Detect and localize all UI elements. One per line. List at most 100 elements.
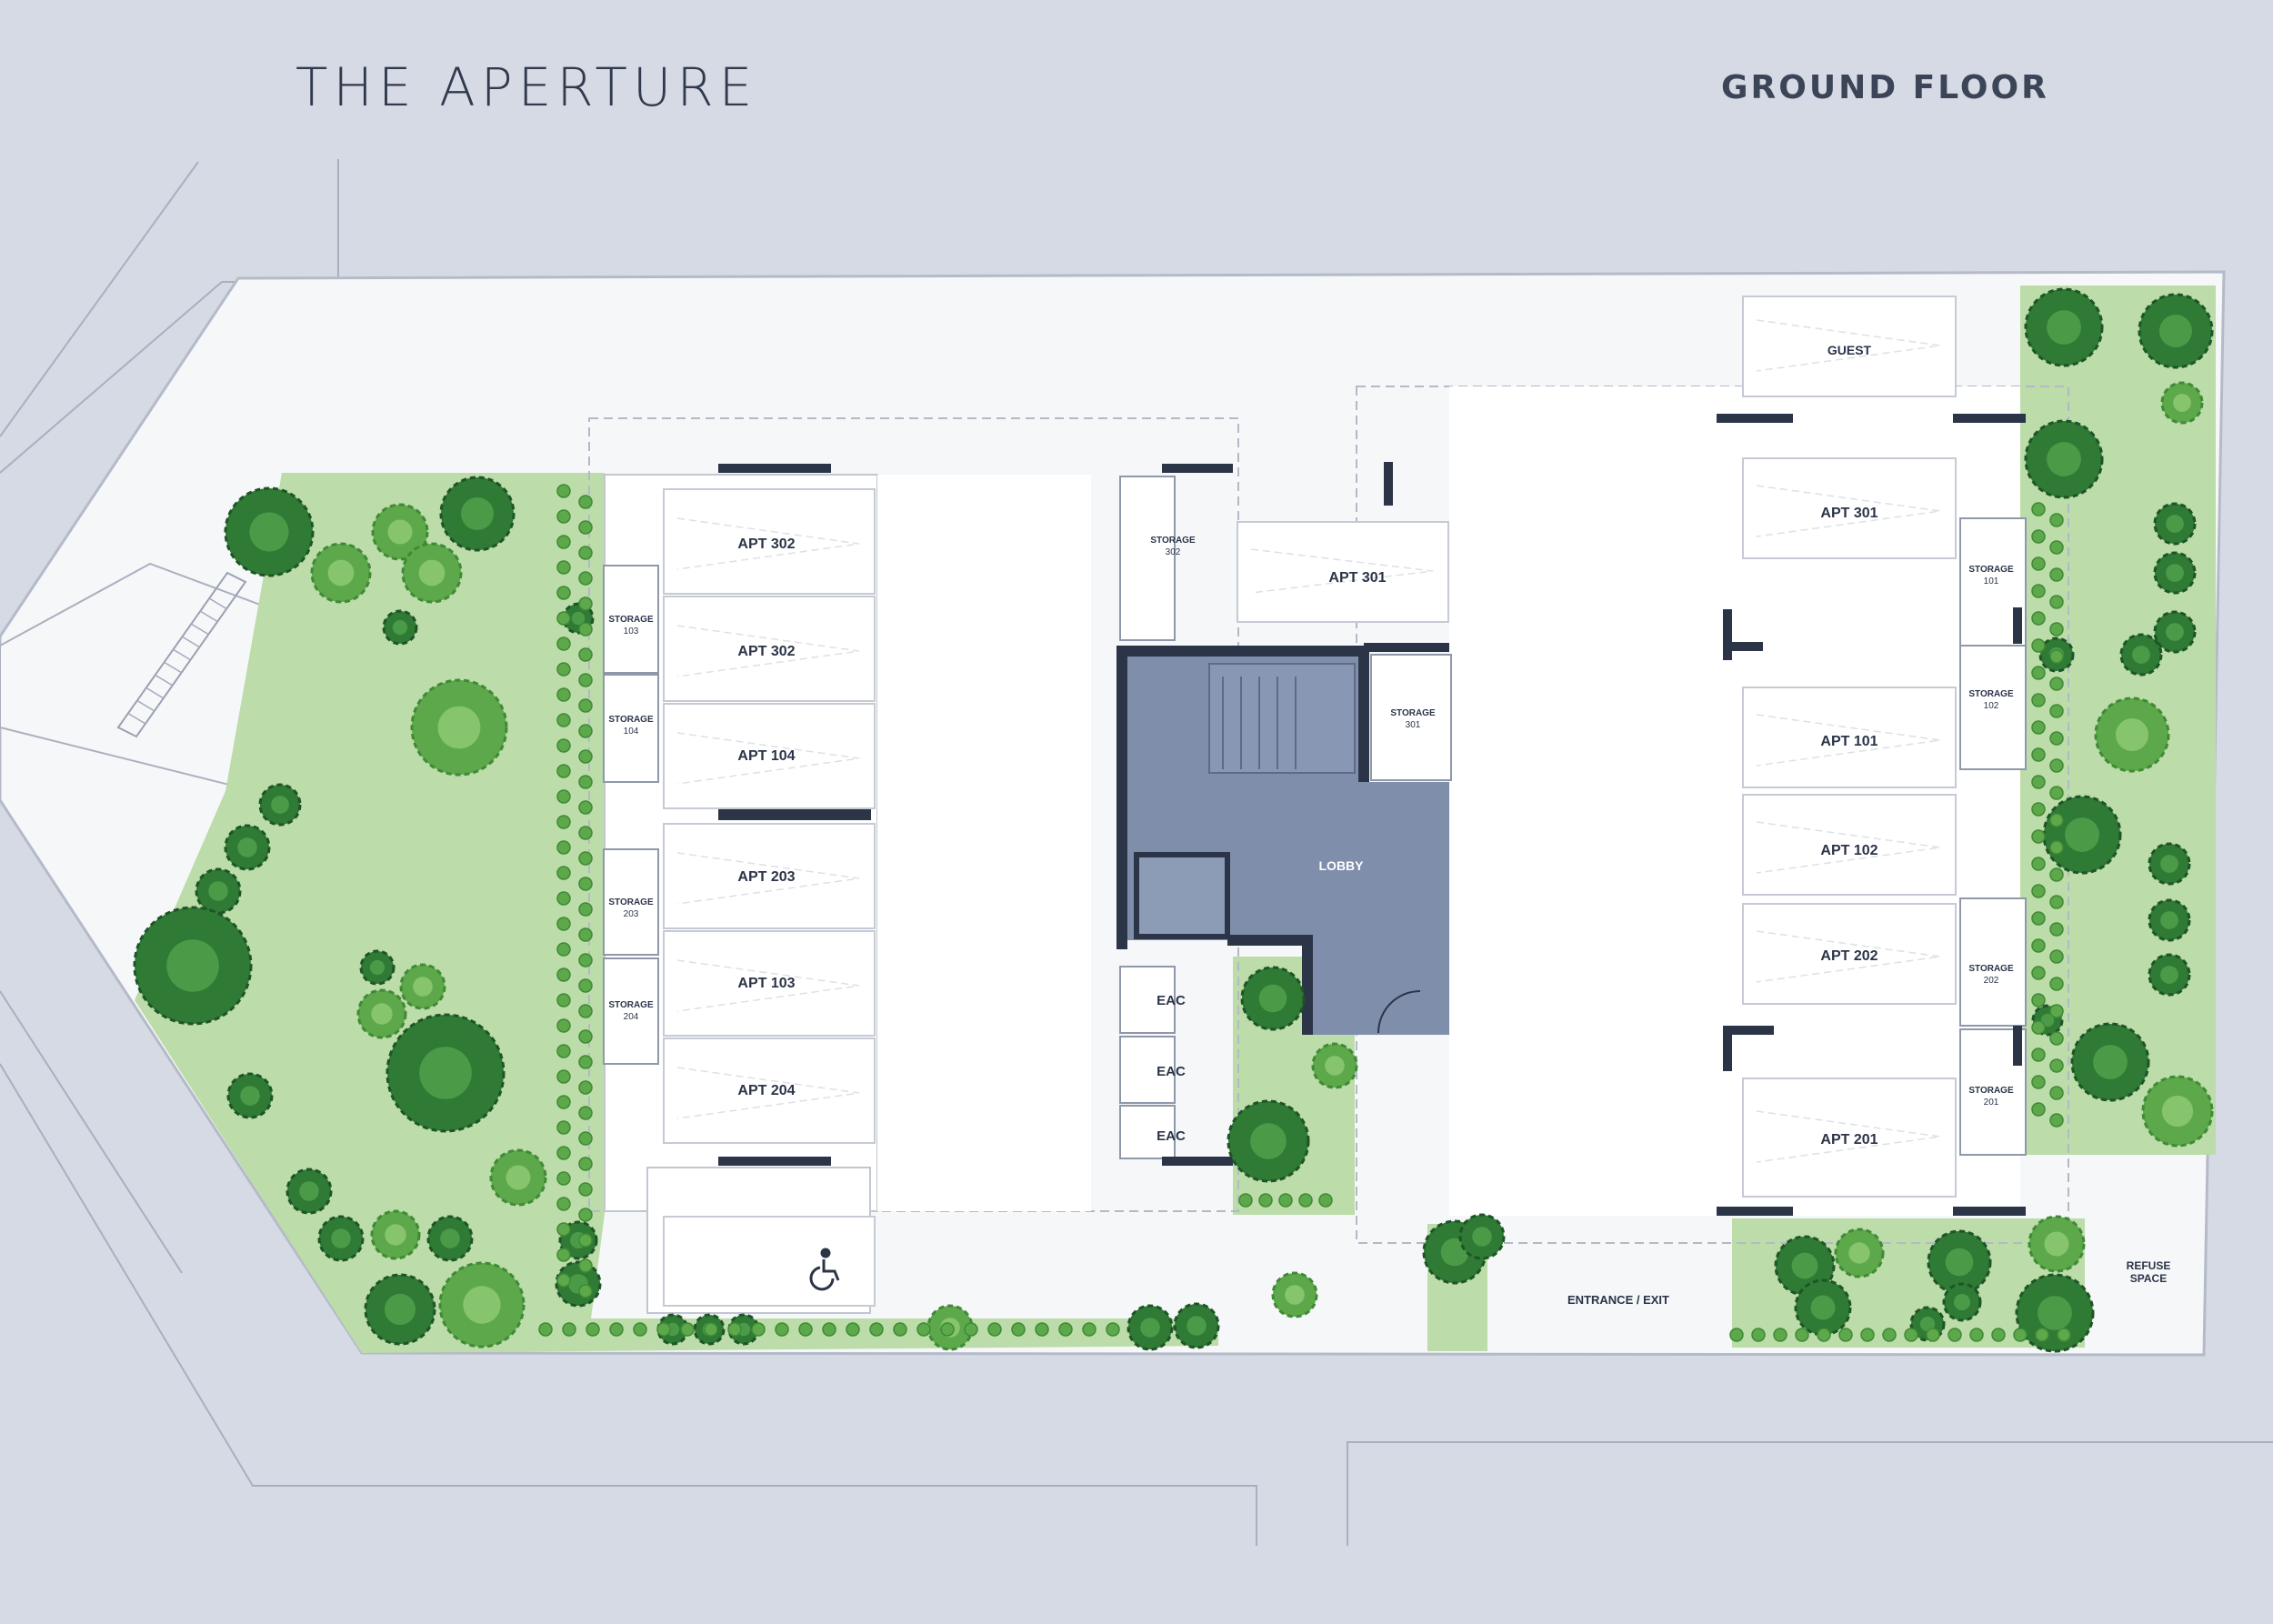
shrub-icon xyxy=(578,673,593,687)
shrub-icon xyxy=(1926,1328,1940,1342)
shrub-icon xyxy=(562,1322,576,1337)
shrub-icon xyxy=(2049,649,2064,664)
shrub-icon xyxy=(2049,813,2064,827)
wheelchair-icon xyxy=(809,1248,840,1291)
shrub-icon xyxy=(656,1322,671,1337)
storage-number-101: 101 xyxy=(1984,576,1999,586)
shrub-icon xyxy=(2049,677,2064,691)
shrub-icon xyxy=(578,724,593,738)
tree-canopy xyxy=(418,559,446,586)
storage-number-301: 301 xyxy=(1406,720,1421,730)
shrub-icon xyxy=(680,1322,695,1337)
shrub-icon xyxy=(556,866,571,880)
shrub-icon xyxy=(1058,1322,1073,1337)
shrub-icon xyxy=(2031,993,2046,1007)
tree-canopy xyxy=(385,1224,406,1246)
stall-marks xyxy=(676,319,1941,1163)
lobby-walls xyxy=(1116,646,1369,1035)
shrub-icon xyxy=(2031,556,2046,571)
left-garden xyxy=(135,473,1218,1353)
shrub-icon xyxy=(578,698,593,713)
tree-canopy xyxy=(571,611,586,626)
shrub-icon xyxy=(578,647,593,662)
shrub-icon xyxy=(556,738,571,753)
tree-canopy xyxy=(208,881,228,901)
shrub-icon xyxy=(1238,1193,1253,1208)
storage-word-101: STORAGE xyxy=(1968,565,2014,575)
space-label-apt-301-right: APT 301 xyxy=(1820,506,1877,521)
shrub-icon xyxy=(578,902,593,917)
tree-canopy xyxy=(2038,1296,2072,1330)
space-label-apt-201: APT 201 xyxy=(1820,1132,1877,1148)
shrub-icon xyxy=(633,1322,647,1337)
shrub-icon xyxy=(556,1146,571,1160)
shrub-icon xyxy=(1318,1193,1333,1208)
shrub-icon xyxy=(2049,977,2064,991)
shrub-icon xyxy=(578,749,593,764)
shrub-icon xyxy=(987,1322,1002,1337)
shrub-icon xyxy=(2049,1086,2064,1100)
shrub-icon xyxy=(2031,775,2046,789)
tree-canopy xyxy=(2040,1013,2055,1028)
tree-canopy xyxy=(440,1228,460,1248)
tree-canopy xyxy=(2160,911,2178,929)
shrub-icon xyxy=(578,1004,593,1018)
shrub-icon xyxy=(2031,938,2046,953)
shrub-icon xyxy=(556,484,571,498)
shrub-icon xyxy=(578,978,593,993)
storage-number-203: 203 xyxy=(624,909,639,919)
space-label-apt-103: APT 103 xyxy=(737,976,795,991)
context-lines xyxy=(0,159,2273,1546)
shrub-icon xyxy=(578,546,593,560)
space-label-guest: GUEST xyxy=(1827,343,1872,357)
shrub-icon xyxy=(1035,1322,1049,1337)
tree-canopy xyxy=(2160,855,2178,873)
shrub-icon xyxy=(2049,922,2064,937)
tree-canopy xyxy=(240,1086,260,1106)
shrub-icon xyxy=(556,560,571,575)
space-label-apt-204: APT 204 xyxy=(737,1083,795,1098)
shrub-icon xyxy=(2049,1031,2064,1046)
shrub-icon xyxy=(1729,1328,1744,1342)
shrub-icon xyxy=(2057,1328,2071,1342)
space-label-apt-302-b: APT 302 xyxy=(737,644,795,659)
tree-canopy xyxy=(413,977,433,997)
shrub-icon xyxy=(2031,857,2046,871)
tree-canopy xyxy=(387,519,413,545)
shrub-icon xyxy=(578,927,593,942)
tree-canopy xyxy=(2065,817,2099,852)
shrub-icon xyxy=(578,775,593,789)
shrub-icon xyxy=(2049,540,2064,555)
shrub-icon xyxy=(578,800,593,815)
shrub-icon xyxy=(556,1197,571,1211)
shrub-icon xyxy=(556,637,571,651)
tree-canopy xyxy=(1325,1056,1345,1076)
tree-canopy xyxy=(2160,966,2178,984)
shrub-icon xyxy=(1795,1328,1809,1342)
tree-canopy xyxy=(1285,1285,1305,1305)
space-label-refuse-1: REFUSE xyxy=(2127,1259,2171,1272)
shrub-icon xyxy=(1106,1322,1120,1337)
shrub-icon xyxy=(556,1222,571,1237)
shrub-icon xyxy=(538,1322,553,1337)
space-label-entrance: ENTRANCE / EXIT xyxy=(1567,1293,1669,1307)
tree-canopy xyxy=(2166,623,2184,641)
shrub-icon xyxy=(556,1171,571,1186)
shrub-icon xyxy=(578,1284,593,1298)
storage-number-201: 201 xyxy=(1984,1098,1999,1108)
shrub-icon xyxy=(2031,911,2046,926)
tree-canopy xyxy=(369,959,386,976)
shrub-icon xyxy=(578,1208,593,1222)
shrub-icon xyxy=(578,1258,593,1273)
tree-canopy xyxy=(2047,310,2081,345)
shrub-icon xyxy=(2049,622,2064,637)
tree-canopy xyxy=(2047,442,2081,476)
tree-canopy xyxy=(463,1286,501,1324)
shrub-icon xyxy=(1948,1328,1962,1342)
storage-number-204: 204 xyxy=(624,1012,639,1022)
shrub-icon xyxy=(578,1029,593,1044)
shrub-icon xyxy=(2049,513,2064,527)
space-label-eac-2: EAC xyxy=(1157,1064,1186,1079)
tree-canopy xyxy=(1945,1248,1974,1277)
